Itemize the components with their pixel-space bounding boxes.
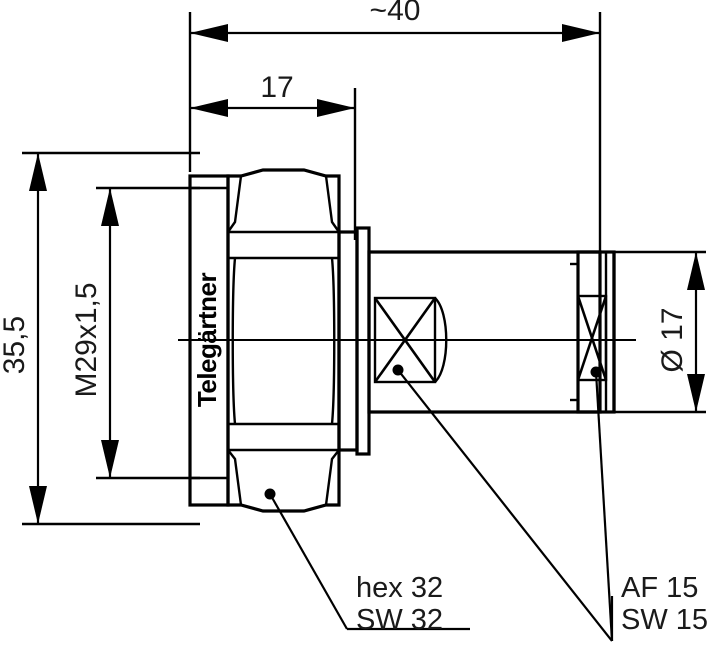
callout-af-15: AF 15 xyxy=(621,572,698,604)
dimension-nut-length xyxy=(190,99,355,117)
dimension-flange-height xyxy=(29,153,47,524)
callout-hex-32: hex 32 xyxy=(356,572,443,604)
wrench-flat-far xyxy=(570,250,616,414)
leader-af15 xyxy=(392,364,614,642)
extension-lines xyxy=(188,12,602,252)
barrel xyxy=(367,250,602,414)
collar-washer xyxy=(337,226,371,456)
leader-hex32 xyxy=(264,488,470,631)
callout-sw-32: SW 32 xyxy=(356,604,443,636)
label-thread: M29x1,5 xyxy=(70,282,103,397)
label-overall-length: ~40 xyxy=(370,0,421,27)
dimension-thread xyxy=(101,188,119,478)
label-nut-length: 17 xyxy=(260,71,293,104)
label-end-diameter: Ø 17 xyxy=(656,307,689,372)
brand-marking: Telegärtner xyxy=(192,273,222,408)
callout-sw-15: SW 15 xyxy=(621,604,708,636)
dimension-end-diameter xyxy=(687,252,705,412)
hex-nut xyxy=(226,168,341,513)
label-flange-height: 35,5 xyxy=(0,316,31,374)
dimension-overall-length xyxy=(190,24,600,42)
horizontal-witness-lines xyxy=(22,151,706,526)
